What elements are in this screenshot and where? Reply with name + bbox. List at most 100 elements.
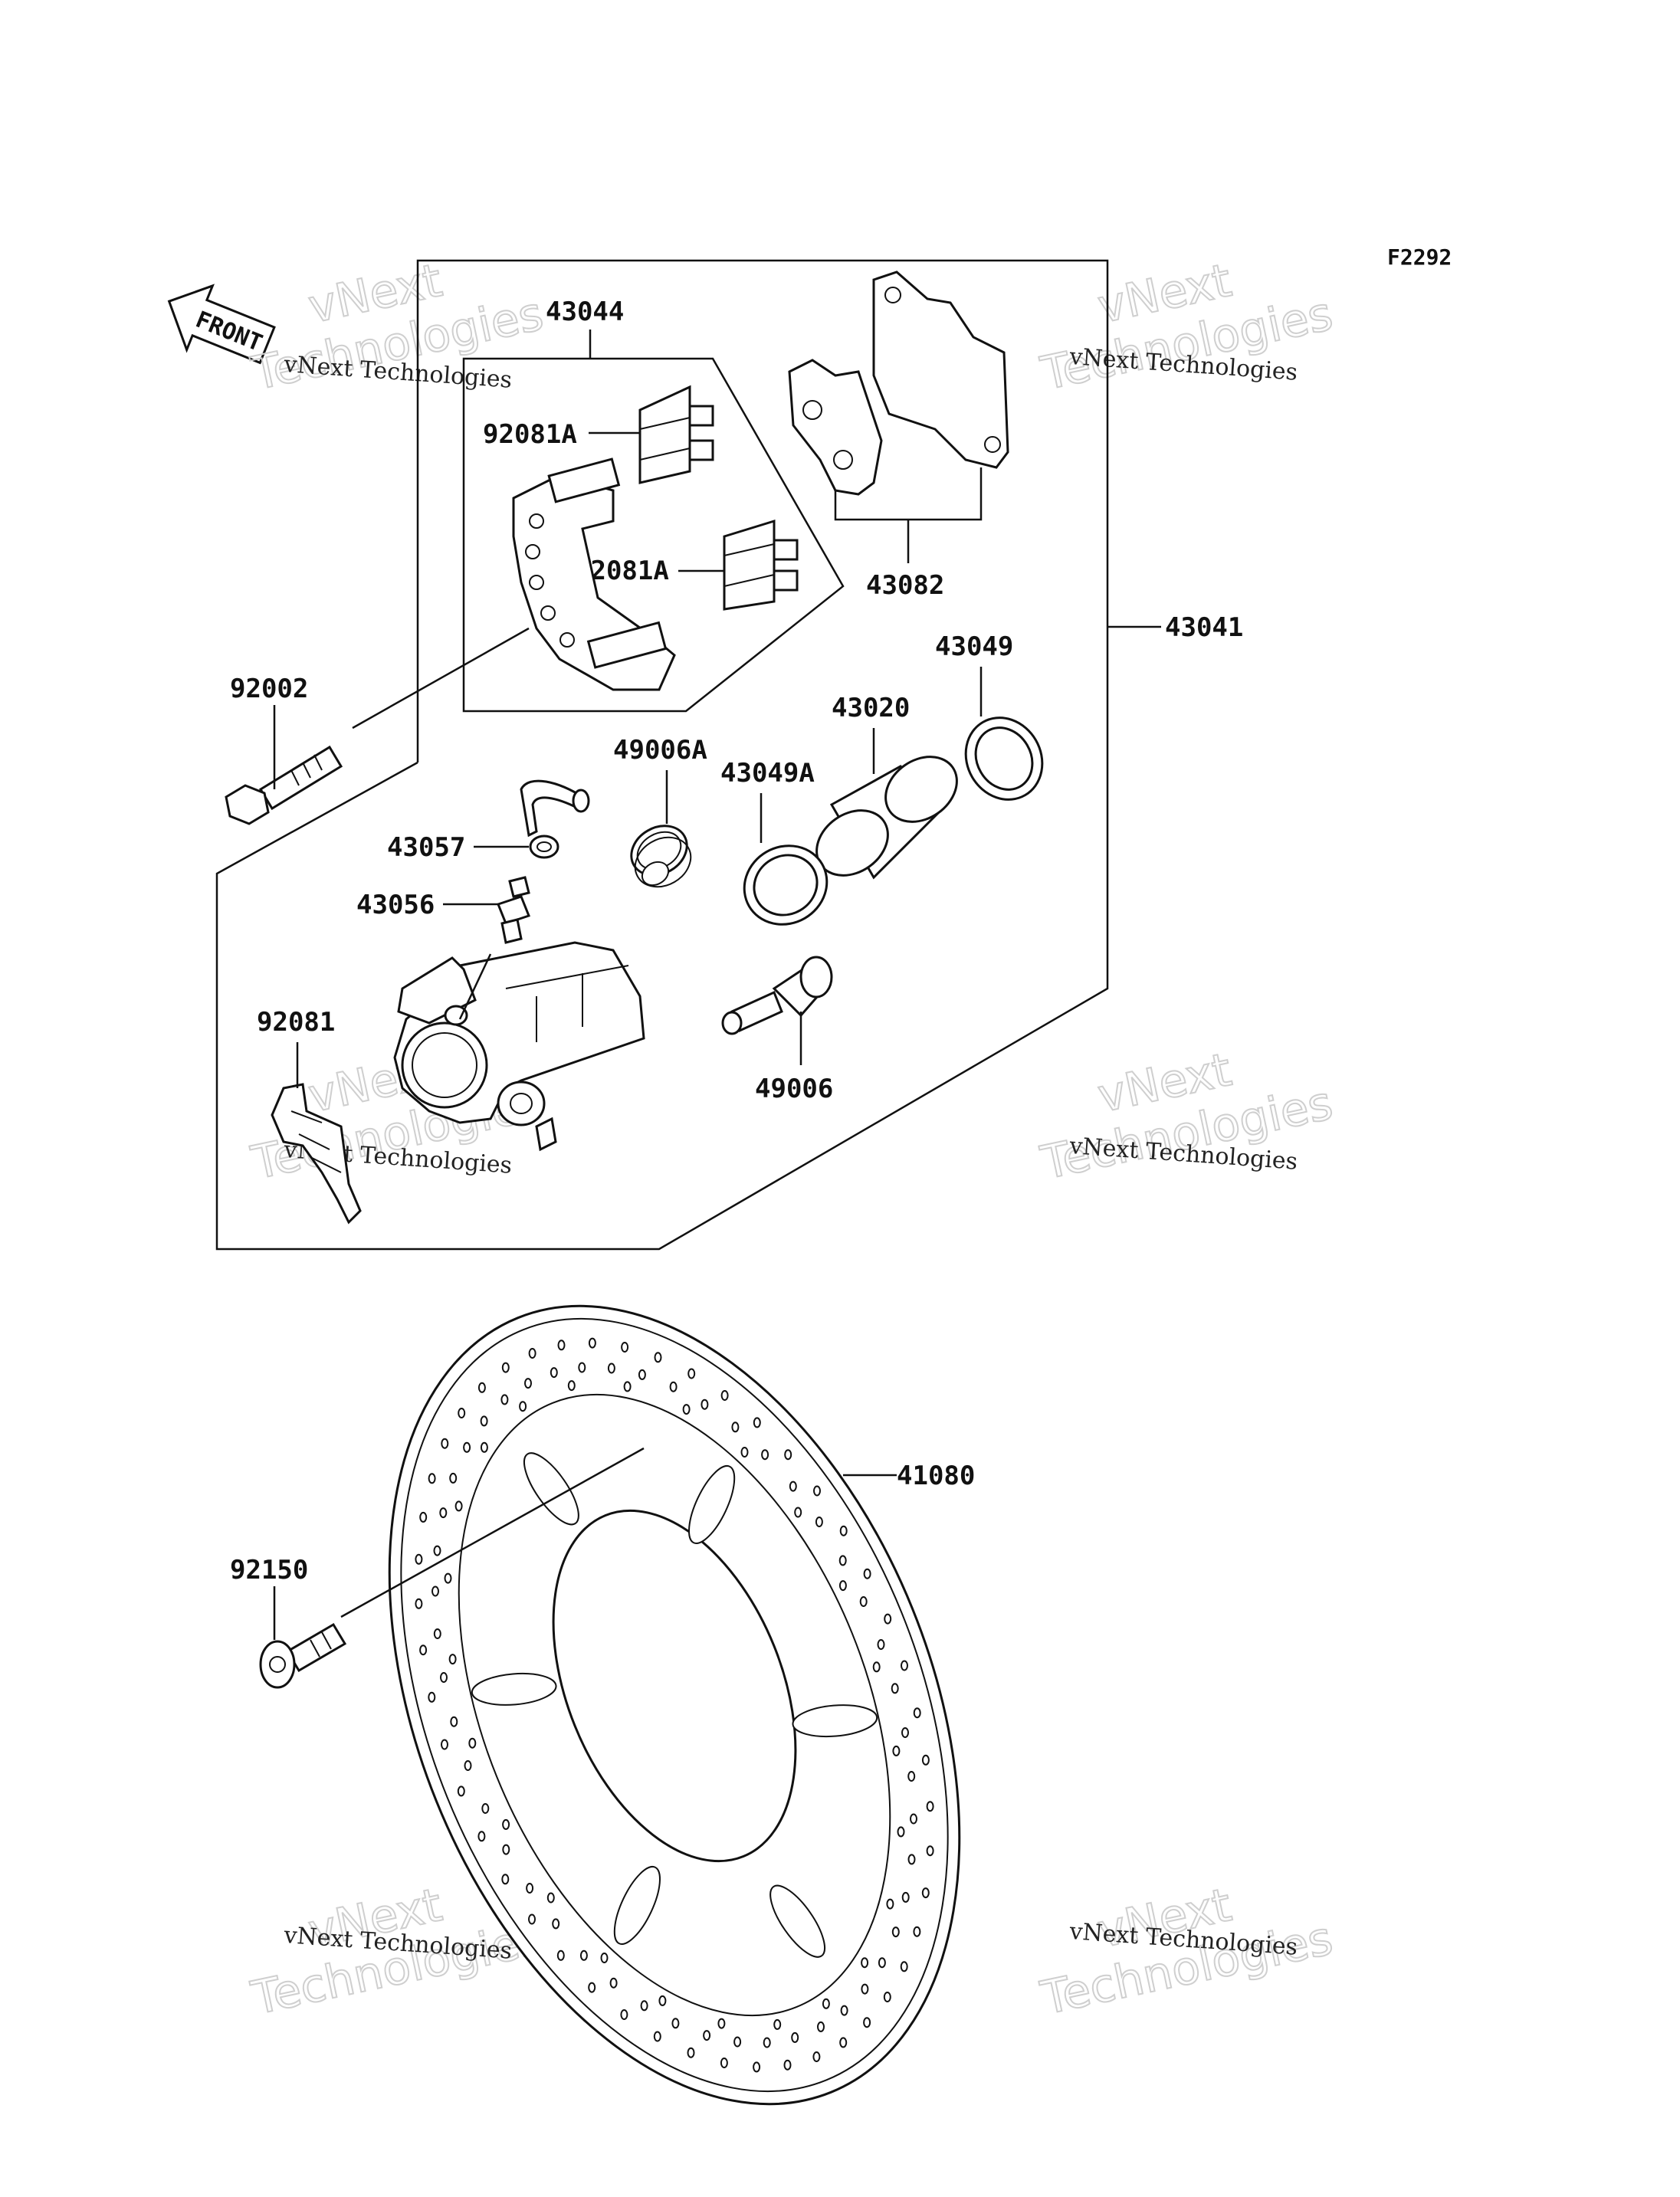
caliper-assembly-frame	[215, 259, 1109, 1251]
disc-hole	[578, 1362, 586, 1373]
disc-hole	[588, 1337, 596, 1349]
disc-hole	[454, 1500, 463, 1512]
disc-hole	[753, 2061, 761, 2073]
disc-hole	[897, 1826, 905, 1838]
disc-hole	[731, 1421, 740, 1433]
disc-hole	[901, 1891, 910, 1903]
disc-hole	[753, 1417, 761, 1428]
disc-hole	[640, 2000, 648, 2012]
disc-hole	[921, 1754, 930, 1766]
disc-hole	[477, 1382, 486, 1393]
disc-hole	[501, 1362, 510, 1373]
disc-hole	[740, 1447, 749, 1458]
disc-hole	[556, 1949, 565, 1961]
bolt-92002	[225, 745, 343, 825]
disc-slot	[688, 1465, 736, 1544]
disc-hole	[773, 2018, 782, 2030]
disc-hole	[458, 1408, 466, 1418]
label-43049A: 43049A	[720, 758, 815, 789]
disc-hole	[815, 1517, 823, 1527]
diagram-code: F2292	[1387, 244, 1452, 270]
disc-hole	[653, 2031, 661, 2042]
disc-hole	[861, 1983, 869, 1995]
disc-hole	[669, 1381, 678, 1392]
disc-hole	[822, 1998, 830, 2009]
disc-hole	[791, 2031, 799, 2043]
disc-hole	[872, 1661, 881, 1673]
label-43041: 43041	[1165, 612, 1243, 643]
disc-hole	[720, 2058, 728, 2068]
caliper-body	[393, 941, 645, 1152]
disc-hole	[910, 1813, 917, 1825]
disc-hole	[524, 1378, 532, 1389]
disc-hole	[671, 2018, 680, 2029]
disc-hole	[838, 1580, 847, 1592]
disc-hole	[620, 2009, 628, 2020]
disc-slot	[613, 1866, 661, 1945]
disc-hole	[419, 1511, 428, 1523]
disc-hole	[428, 1691, 436, 1703]
disc-hole	[579, 1949, 588, 1961]
disc-hole	[567, 1380, 576, 1392]
label-49006A: 49006A	[613, 735, 707, 766]
disc-hole	[439, 1507, 448, 1519]
bolt-92150	[259, 1622, 347, 1689]
disc-hole	[926, 1845, 934, 1857]
disc-hole	[449, 1472, 458, 1484]
boot-49006A	[630, 825, 692, 888]
disc-hole	[415, 1553, 423, 1565]
disc-hole	[701, 1399, 709, 1410]
brake-disc-41080	[388, 1304, 961, 2106]
disc-hole	[921, 1887, 930, 1899]
disc-hole	[477, 1831, 486, 1842]
disc-hole	[468, 1737, 477, 1749]
disc-hole	[913, 1926, 921, 1937]
disc-hole	[502, 1844, 510, 1855]
disc-hole	[528, 1913, 536, 1925]
label-41080: 41080	[897, 1461, 975, 1491]
disc-hole	[703, 2030, 711, 2041]
disc-hole	[838, 1555, 847, 1566]
disc-hole	[600, 1953, 609, 1963]
disc-hole	[457, 1785, 465, 1797]
disc-hole	[450, 1716, 458, 1727]
disc-hole	[463, 1441, 471, 1453]
disc-hole	[839, 2037, 848, 2048]
disc-hole	[607, 1362, 615, 1374]
disc-hole	[886, 1898, 894, 1910]
disc-hole	[528, 1348, 536, 1359]
disc-hole	[812, 2051, 821, 2062]
disc-hole	[621, 1342, 629, 1353]
disc-hole	[444, 1572, 452, 1584]
disc-hole	[789, 1481, 797, 1492]
disc-slot	[523, 1452, 579, 1526]
disc-hole	[428, 1473, 436, 1484]
disc-hole	[901, 1727, 909, 1738]
disc-hole	[763, 2037, 771, 2048]
disc-hole	[550, 1367, 558, 1379]
bleeder-valve-43056	[497, 876, 530, 944]
disc-hole	[891, 1926, 900, 1938]
disc-hole	[892, 1745, 901, 1756]
disc-hole	[907, 1771, 916, 1782]
pipe-43057	[520, 779, 590, 859]
disc-hole	[658, 1995, 667, 2006]
disc-hole	[557, 1340, 566, 1351]
disc-hole	[901, 1660, 908, 1671]
brake-pad-left	[788, 359, 883, 496]
disc-hole	[441, 1739, 448, 1750]
disc-hole	[480, 1415, 488, 1427]
disc-hole	[863, 2017, 871, 2028]
disc-hole	[480, 1441, 488, 1453]
piston-43020	[815, 756, 958, 880]
disc-slot	[769, 1884, 826, 1958]
disc-hole	[519, 1401, 527, 1412]
disc-hole	[441, 1438, 449, 1449]
disc-hole	[877, 1639, 885, 1650]
disc-hole	[717, 2018, 726, 2029]
disc-hole	[464, 1760, 472, 1771]
brake-pad-right	[872, 271, 1009, 469]
label-92002: 92002	[230, 674, 308, 704]
disc-hole	[913, 1707, 921, 1719]
